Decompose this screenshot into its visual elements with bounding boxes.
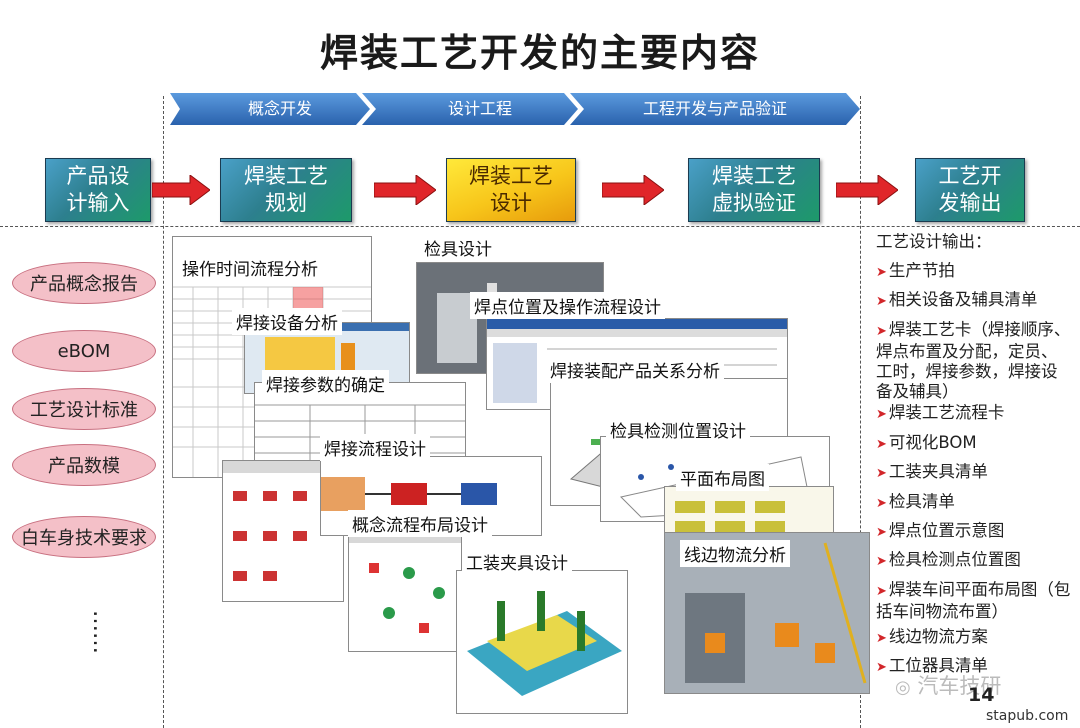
phase-chevron-2 bbox=[362, 93, 578, 125]
output-text: 工装夹具清单 bbox=[888, 462, 988, 481]
wechat-icon: ◎ bbox=[895, 677, 911, 698]
activity-label: 焊接设备分析 bbox=[232, 308, 342, 335]
stage-output: 工艺开发输出 bbox=[915, 158, 1025, 222]
activity-label: 检具设计 bbox=[420, 234, 496, 261]
stage-line: 发输出 bbox=[938, 191, 1002, 215]
flow-diagram-icon bbox=[223, 461, 343, 581]
stage-line: 计输入 bbox=[66, 191, 130, 215]
stage-virtual-validation: 焊装工艺虚拟验证 bbox=[688, 158, 820, 222]
input-oval: 产品概念报告 bbox=[12, 262, 156, 304]
arrow-right-icon bbox=[602, 175, 664, 205]
bullet-triangle-icon: ➤ bbox=[876, 265, 887, 280]
output-item: ➤焊装工艺卡（焊接顺序、焊点布置及分配，定员、工时，焊接参数，焊接设备及辅具） bbox=[876, 320, 1072, 402]
output-item: ➤线边物流方案 bbox=[876, 627, 1072, 649]
floor-plan-icon bbox=[675, 501, 785, 533]
watermark: ◎ 汽车技研 bbox=[895, 670, 1001, 700]
page-title: 焊装工艺开发的主要内容 bbox=[319, 31, 760, 75]
stage-product-input: 产品设计输入 bbox=[45, 158, 151, 222]
snapshot-concept-layout bbox=[348, 532, 462, 652]
outputs-heading: 工艺设计输出： bbox=[876, 232, 992, 251]
output-item: ➤可视化BOM bbox=[876, 433, 1072, 455]
arrow-right-icon bbox=[374, 175, 436, 205]
output-text: 焊装工艺卡（焊接顺序、焊点布置及分配，定员、工时，焊接参数，焊接设备及辅具） bbox=[876, 320, 1071, 401]
output-item: ➤焊装车间平面布局图（包括车间物流布置） bbox=[876, 580, 1072, 622]
output-item: ➤检具检测点位置图 bbox=[876, 550, 1072, 572]
phase-label-concept: 概念开发 bbox=[247, 99, 312, 118]
output-text: 生产节拍 bbox=[888, 261, 955, 280]
activity-label: 焊接装配产品关系分析 bbox=[546, 356, 724, 383]
output-item: ➤工位器具清单 bbox=[876, 656, 1072, 678]
output-text: 相关设备及辅具清单 bbox=[888, 290, 1038, 309]
output-text: 焊点位置示意图 bbox=[888, 521, 1005, 540]
page-number: 14 bbox=[968, 684, 995, 706]
phase-chevron-1 bbox=[170, 93, 370, 125]
bullet-triangle-icon: ➤ bbox=[876, 631, 887, 646]
input-oval: 工艺设计标准 bbox=[12, 388, 156, 430]
activity-label: 操作时间流程分析 bbox=[178, 254, 322, 281]
phase-label-design: 设计工程 bbox=[447, 99, 512, 118]
output-item: ➤焊点位置示意图 bbox=[876, 521, 1072, 543]
site-credit: stapub.com bbox=[986, 708, 1069, 724]
stage-line: 工艺开 bbox=[938, 164, 1002, 188]
input-oval: 白车身技术要求 bbox=[12, 516, 156, 558]
stage-line: 焊装工艺 bbox=[244, 164, 328, 188]
activity-label: 概念流程布局设计 bbox=[348, 510, 492, 537]
phase-chevron-3 bbox=[570, 93, 860, 125]
phase-label-engineering: 工程开发与产品验证 bbox=[642, 99, 787, 118]
stage-line: 焊装工艺 bbox=[469, 164, 553, 188]
bullet-triangle-icon: ➤ bbox=[876, 554, 887, 569]
stage-line: 焊装工艺 bbox=[712, 164, 796, 188]
output-text: 可视化BOM bbox=[888, 433, 977, 452]
activity-label: 焊接流程设计 bbox=[320, 434, 430, 461]
stage-line: 设计 bbox=[490, 191, 532, 215]
output-item: ➤检具清单 bbox=[876, 492, 1072, 514]
divider-horizontal bbox=[0, 226, 1080, 227]
bullet-triangle-icon: ➤ bbox=[876, 660, 887, 675]
stage-line: 规划 bbox=[265, 191, 307, 215]
input-oval: 产品数模 bbox=[12, 444, 156, 486]
bullet-triangle-icon: ➤ bbox=[876, 466, 887, 481]
output-item: ➤工装夹具清单 bbox=[876, 462, 1072, 484]
phase-bar bbox=[170, 93, 860, 125]
output-item: ➤焊装工艺流程卡 bbox=[876, 403, 1072, 425]
activity-label: 工装夹具设计 bbox=[462, 548, 572, 575]
activity-label: 焊点位置及操作流程设计 bbox=[470, 292, 665, 319]
stage-planning: 焊装工艺规划 bbox=[220, 158, 352, 222]
output-text: 焊装车间平面布局图（包括车间物流布置） bbox=[876, 580, 1071, 621]
output-text: 检具检测点位置图 bbox=[888, 550, 1021, 569]
activity-label: 焊接参数的确定 bbox=[262, 370, 389, 397]
bullet-triangle-icon: ➤ bbox=[876, 584, 887, 599]
output-item: ➤生产节拍 bbox=[876, 261, 1072, 283]
ellipsis: …… bbox=[88, 610, 113, 654]
bullet-triangle-icon: ➤ bbox=[876, 437, 887, 452]
snapshot-fixture-design bbox=[456, 570, 628, 714]
output-text: 工位器具清单 bbox=[888, 656, 988, 675]
process-flow-icon bbox=[321, 477, 497, 511]
bullet-triangle-icon: ➤ bbox=[876, 407, 887, 422]
fixture-3d-icon bbox=[467, 591, 622, 696]
input-oval: eBOM bbox=[12, 330, 156, 372]
stage-line: 产品设 bbox=[66, 164, 130, 188]
layout-sketch-icon bbox=[349, 533, 461, 633]
activity-label: 线边物流分析 bbox=[680, 540, 790, 567]
output-text: 焊装工艺流程卡 bbox=[888, 403, 1005, 422]
arrow-right-icon bbox=[152, 175, 210, 205]
bullet-triangle-icon: ➤ bbox=[876, 496, 887, 511]
divider-left bbox=[163, 96, 164, 728]
bullet-triangle-icon: ➤ bbox=[876, 294, 887, 309]
divider-right bbox=[860, 96, 861, 728]
output-item: ➤相关设备及辅具清单 bbox=[876, 290, 1072, 312]
watermark-text: 汽车技研 bbox=[917, 674, 1002, 698]
stage-design: 焊装工艺设计 bbox=[446, 158, 576, 222]
output-text: 线边物流方案 bbox=[888, 627, 988, 646]
stage-line: 虚拟验证 bbox=[712, 191, 796, 215]
bullet-triangle-icon: ➤ bbox=[876, 324, 887, 339]
activity-label: 平面布局图 bbox=[676, 464, 769, 491]
arrow-right-icon bbox=[836, 175, 898, 205]
output-text: 检具清单 bbox=[888, 492, 955, 511]
bullet-triangle-icon: ➤ bbox=[876, 525, 887, 540]
activity-label: 检具检测位置设计 bbox=[606, 416, 750, 443]
